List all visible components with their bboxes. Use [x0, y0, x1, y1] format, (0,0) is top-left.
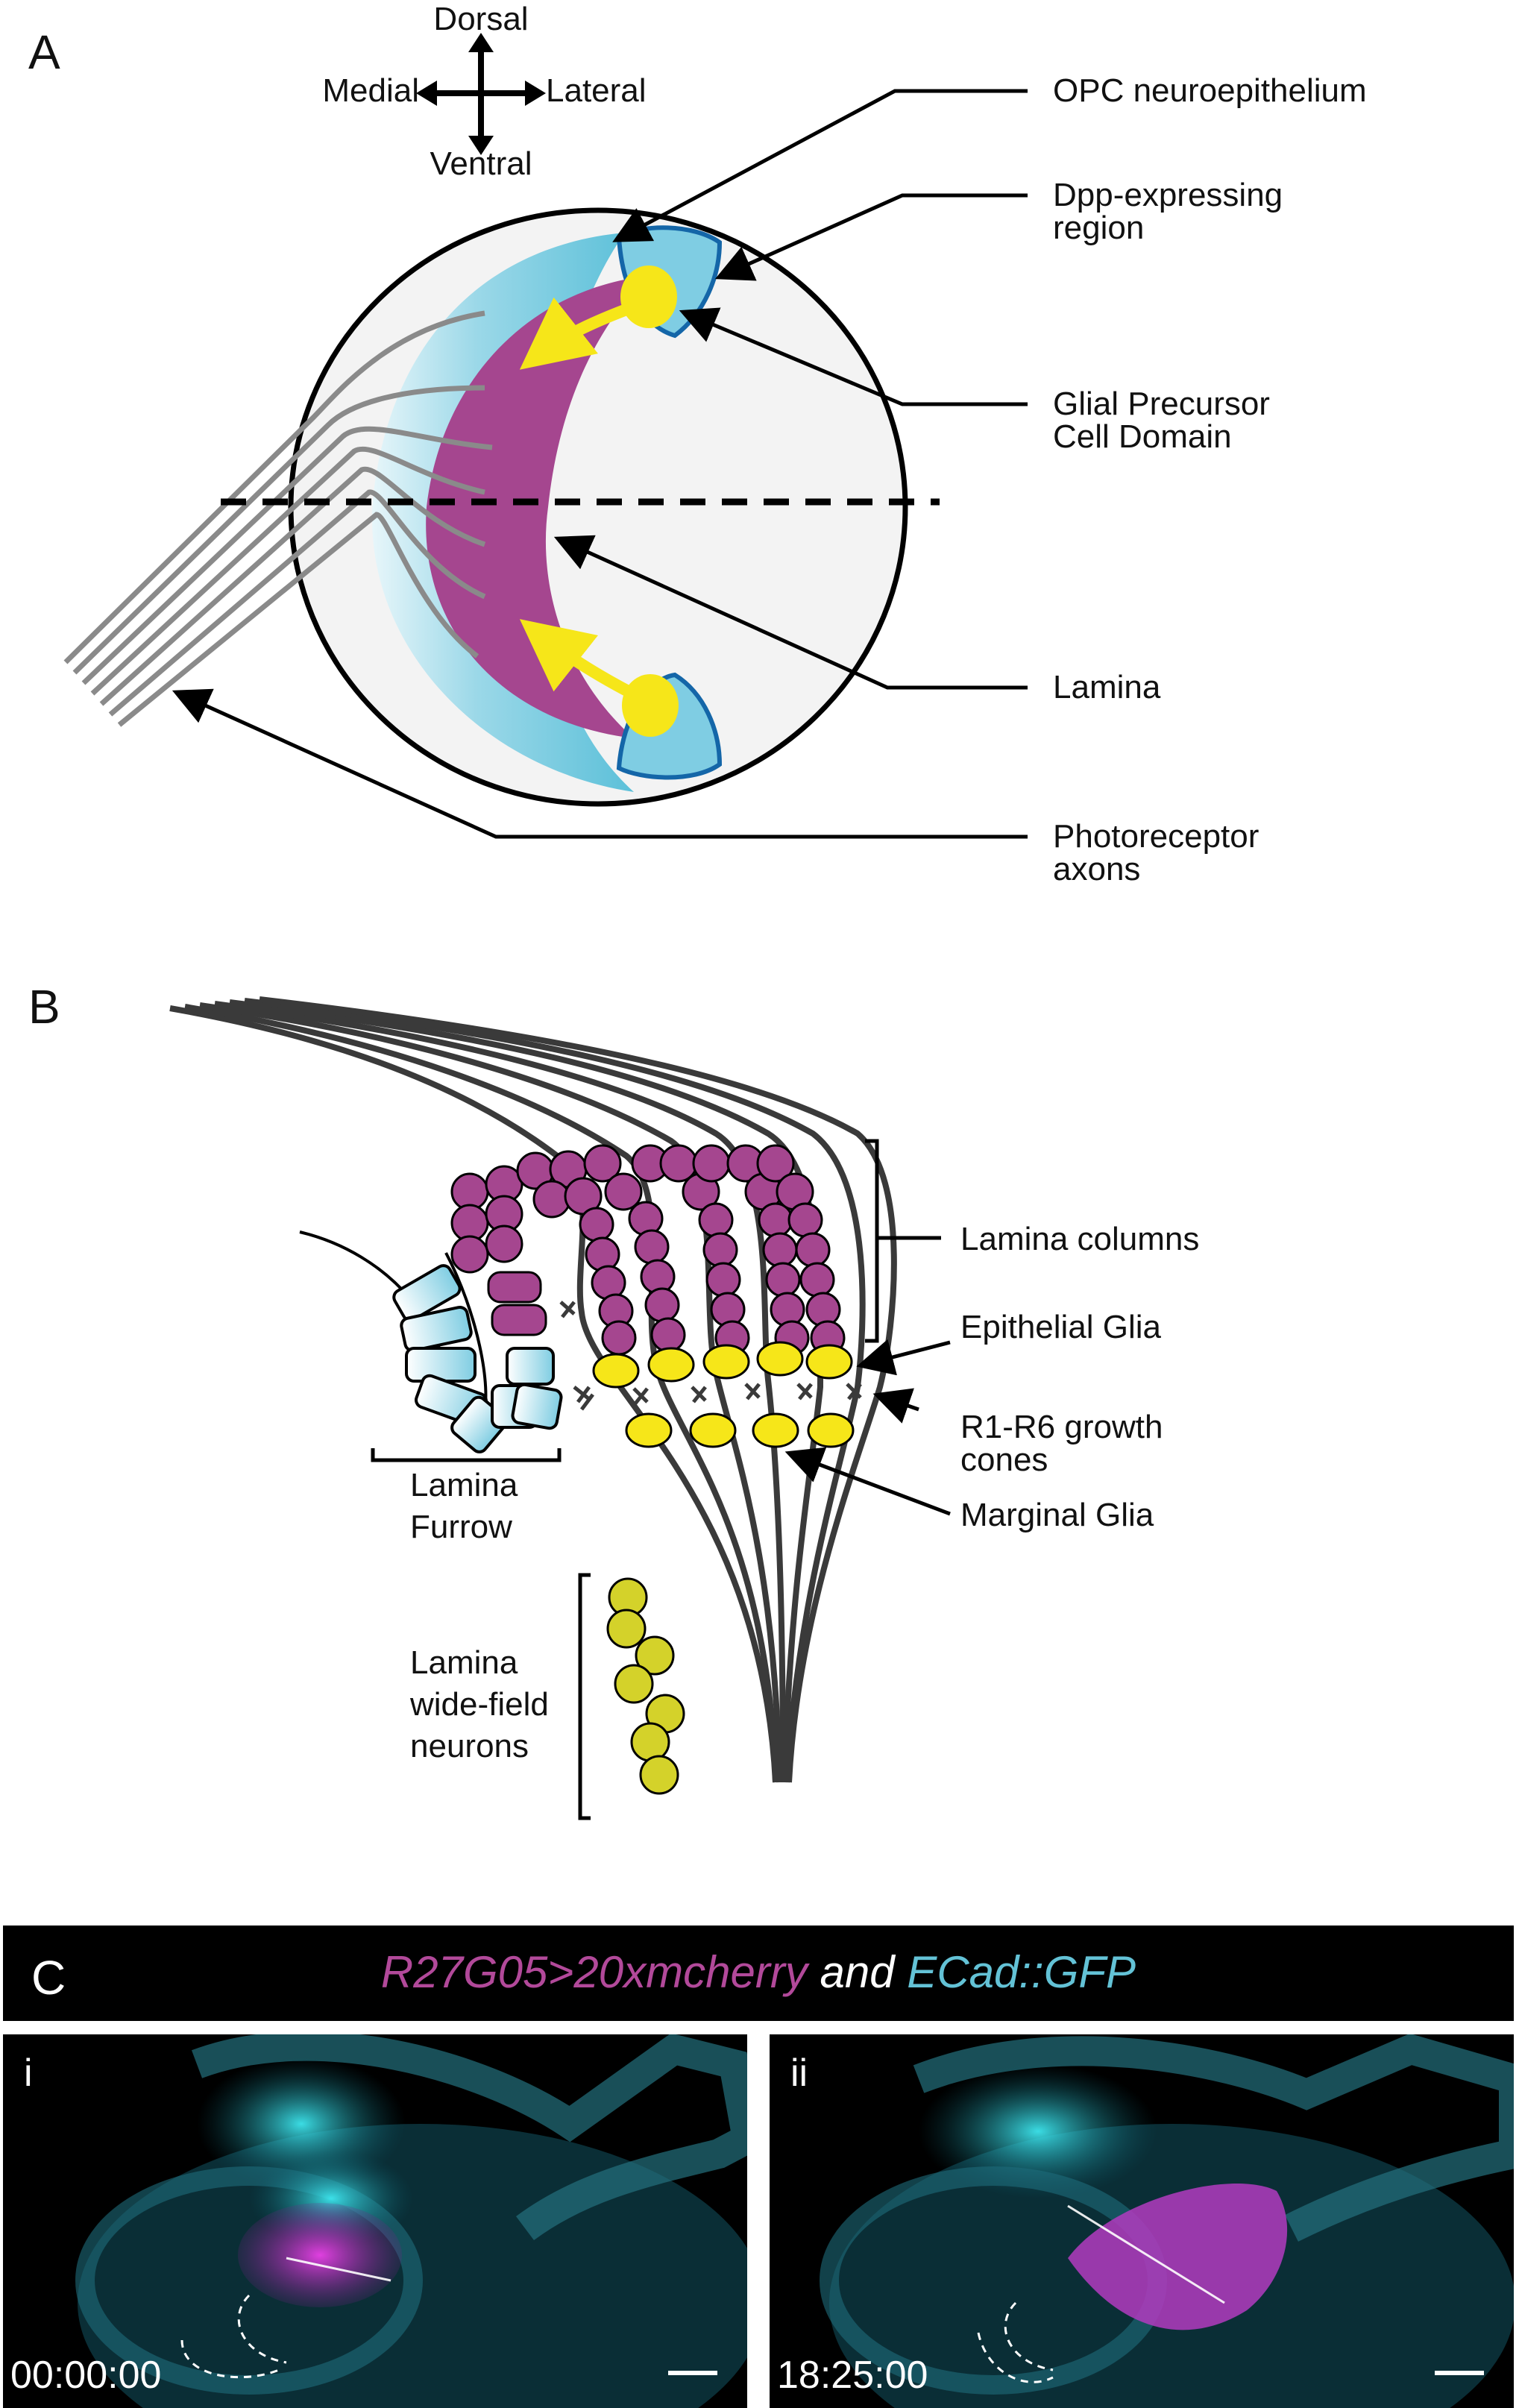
epithelial-glia [592, 1341, 853, 1389]
diagram-canvas: A Dorsal Ventral Medial Lateral [28, 1, 1367, 1820]
compass-medial: Medial [322, 72, 419, 109]
panel-a-letter: A [28, 25, 60, 79]
label-dpp-2: region [1053, 210, 1144, 246]
label-wf-2: wide-field [409, 1686, 549, 1723]
pointer-axons [172, 688, 1028, 839]
micrograph-i-timestamp: 00:00:00 [10, 2354, 162, 2397]
label-gpc-2: Cell Domain [1053, 418, 1232, 455]
wide-field-neurons [606, 1577, 685, 1795]
growth-cones [559, 1301, 862, 1411]
gpc-domain-ventral [622, 674, 679, 737]
lamina-column-cells [450, 1144, 846, 1356]
label-lamina: Lamina [1053, 669, 1161, 705]
compass-lateral: Lateral [546, 72, 647, 109]
panel-c-caption: R27G05>20xmcherry and ECad::GFP [3, 1946, 1514, 1998]
photoreceptor-axons [63, 310, 493, 727]
lamina-crescent [426, 276, 647, 738]
bracket-wide-field [578, 1573, 591, 1820]
label-gpc-1: Glial Precursor [1053, 386, 1270, 422]
pointer-opc [612, 89, 1028, 242]
compass-dorsal: Dorsal [433, 1, 528, 37]
label-lamina-columns: Lamina columns [960, 1221, 1199, 1257]
label-epithelial-glia: Epithelial Glia [960, 1309, 1162, 1345]
compass-ventral: Ventral [430, 145, 532, 182]
panel-c-header: C R27G05>20xmcherry and ECad::GFP [3, 1926, 1514, 2021]
micrograph-i: i 00:00:00 [3, 2034, 747, 2408]
pointer-lamina [553, 535, 1028, 690]
marginal-glia [625, 1412, 855, 1448]
micrograph-ii-image [820, 2034, 1514, 2408]
micrograph-ii: ii 18:25:00 [770, 2034, 1514, 2408]
label-opc: OPC neuroepithelium [1053, 72, 1367, 109]
label-photo-2: axons [1053, 851, 1140, 887]
panel-c-letter: C [31, 1951, 66, 2005]
bracket-lamina-furrow [371, 1448, 562, 1462]
label-marginal-glia: Marginal Glia [960, 1497, 1154, 1533]
lamina-furrow-cells [392, 1264, 563, 1453]
micrograph-ii-tag: ii [790, 2052, 808, 2095]
label-photo-1: Photoreceptor [1053, 818, 1259, 855]
label-wf-1: Lamina [410, 1644, 518, 1681]
micrograph-ii-scale-bar [1435, 2371, 1484, 2375]
label-growth-2: cones [960, 1442, 1048, 1478]
micrograph-i-image [75, 2034, 747, 2408]
label-furrow-2: Furrow [410, 1509, 512, 1545]
micrograph-i-tag: i [24, 2052, 33, 2095]
caption-and: and [807, 1947, 908, 1997]
gpc-domain-dorsal [620, 265, 677, 328]
caption-gfp: ECad::GFP [907, 1947, 1136, 1997]
migration-arrow-dorsal [519, 297, 635, 370]
pointer-dpp [714, 193, 1028, 281]
caption-mcherry: R27G05>20xmcherry [380, 1947, 808, 1997]
migration-arrow-ventral [519, 619, 635, 700]
compass [416, 33, 546, 155]
pointer-growth-cones [872, 1388, 919, 1424]
pointer-marginal [784, 1447, 951, 1516]
pointer-epithelial [856, 1339, 951, 1376]
panel-c-letter-wrap: C [31, 1951, 66, 2005]
label-dpp-1: Dpp-expressing [1053, 177, 1283, 213]
bracket-lamina-columns [865, 1139, 879, 1343]
label-furrow-1: Lamina [410, 1467, 518, 1503]
pointer-gpc [679, 307, 1028, 406]
label-wf-3: neurons [410, 1728, 529, 1764]
panel-b-letter: B [28, 980, 60, 1034]
micrograph-i-scale-bar [668, 2371, 717, 2375]
label-growth-1: R1-R6 growth [960, 1409, 1163, 1445]
micrograph-ii-timestamp: 18:25:00 [777, 2354, 928, 2397]
